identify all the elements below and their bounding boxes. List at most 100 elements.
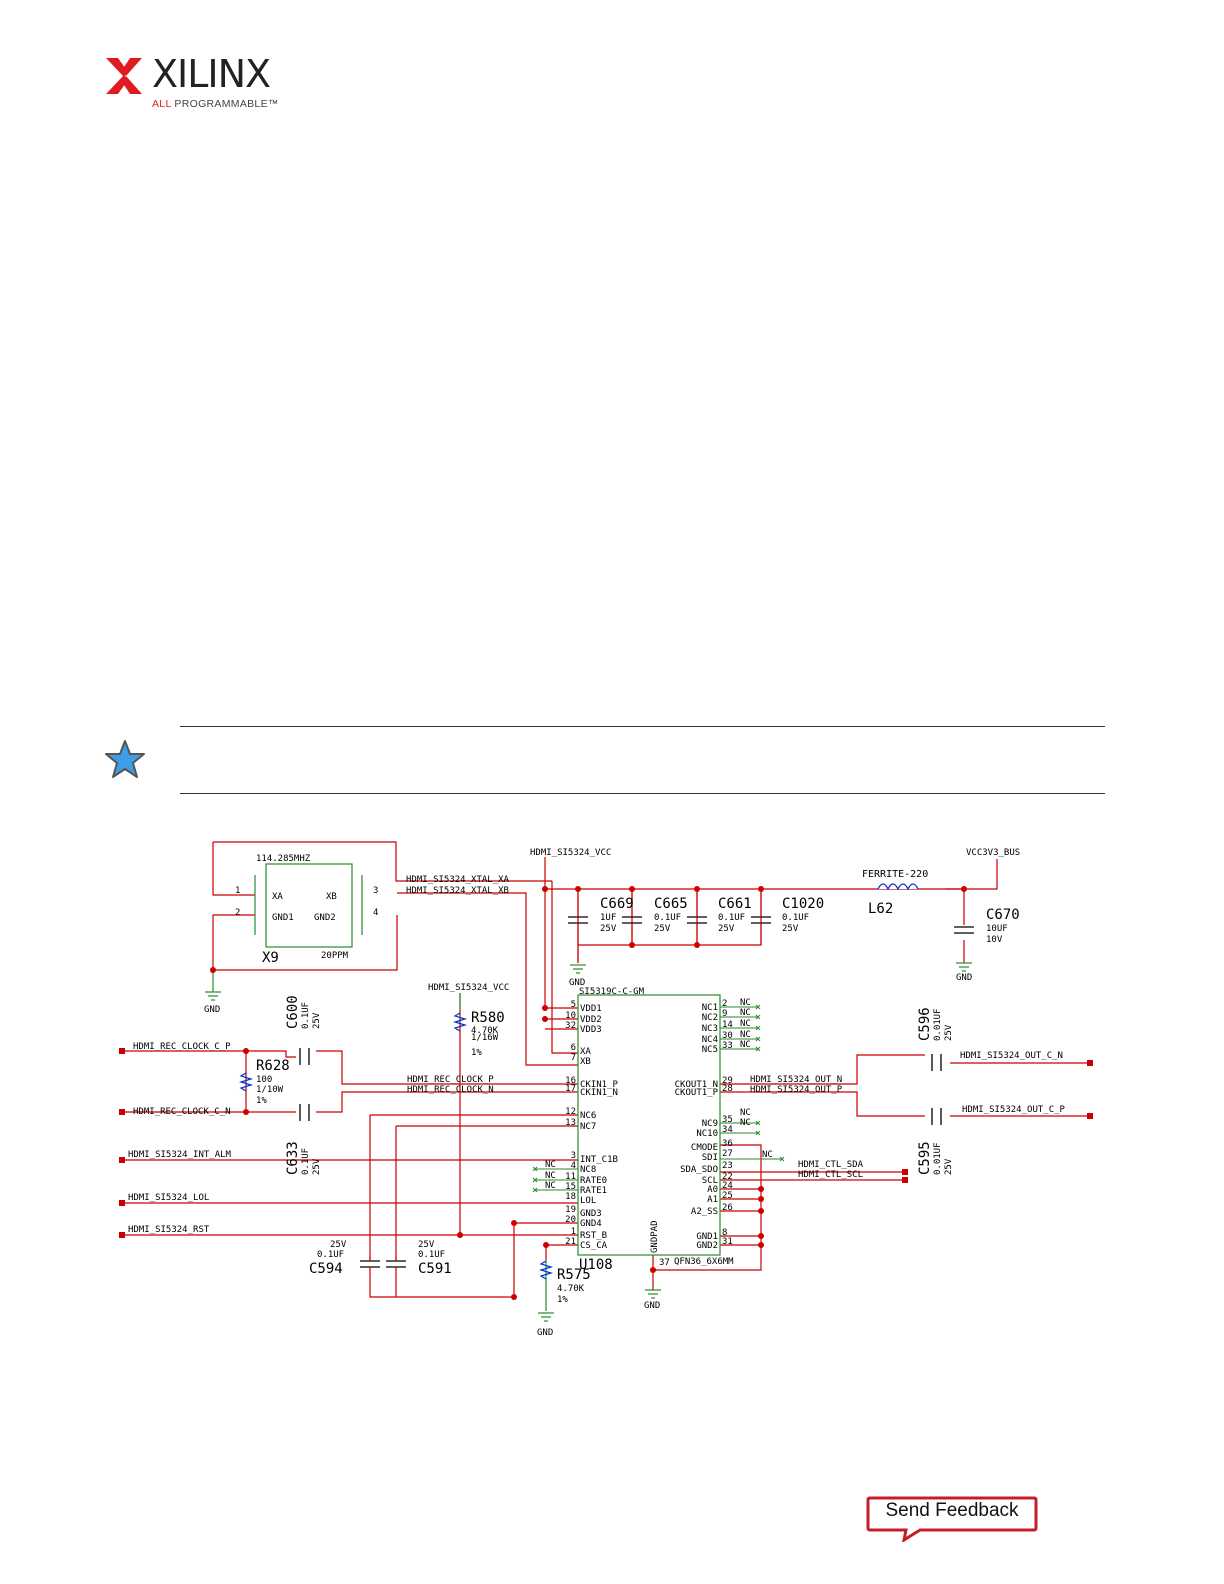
r580-v3: 1% bbox=[471, 1048, 482, 1058]
ic-pin-num: 30 bbox=[722, 1031, 733, 1041]
ic-pin-num: 4 bbox=[571, 1161, 576, 1171]
send-feedback-button[interactable]: Send Feedback bbox=[866, 1496, 1038, 1542]
net-lol: HDMI_SI5324_LOL bbox=[128, 1193, 209, 1203]
xilinx-logo: XILINX ALL PROGRAMMABLE™ bbox=[106, 52, 286, 114]
c591-v2: 25V bbox=[418, 1240, 435, 1250]
c665-v2: 25V bbox=[654, 924, 671, 934]
ic-pin-name: GND2 bbox=[696, 1241, 718, 1251]
brand-tagline: ALL PROGRAMMABLE™ bbox=[152, 98, 279, 110]
crystal-freq: 114.285MHZ bbox=[256, 854, 311, 864]
gnd-label-2: GND bbox=[569, 978, 585, 988]
ic-pin-num: 28 bbox=[722, 1084, 733, 1094]
junction-dots bbox=[210, 886, 967, 1300]
c670-ref: C670 bbox=[986, 907, 1020, 923]
ic-pin-name: A1 bbox=[707, 1195, 718, 1205]
ic-pin-num: 11 bbox=[565, 1172, 576, 1182]
ic-pin-name: NC4 bbox=[702, 1035, 718, 1045]
ic-pin-name: GND1 bbox=[696, 1232, 718, 1242]
crystal-pin-gnd1: GND1 bbox=[272, 913, 294, 923]
ic-pin-num: 36 bbox=[722, 1139, 733, 1149]
ic-pin-num: 1 bbox=[571, 1227, 576, 1237]
ic-pin-name: NC5 bbox=[702, 1045, 718, 1055]
gnd-label-3: GND bbox=[956, 973, 972, 983]
crystal-p4: 4 bbox=[373, 908, 378, 918]
crystal-p2: 2 bbox=[235, 908, 240, 918]
nc-label: NC bbox=[740, 1118, 751, 1128]
ic-pin-num: 20 bbox=[565, 1215, 576, 1225]
crystal-p3: 3 bbox=[373, 886, 378, 896]
net-rec-clk-n2: HDMI_REC_CLOCK_N bbox=[407, 1085, 494, 1095]
ic-pin-name: VDD2 bbox=[580, 1015, 602, 1025]
nc-label: NC bbox=[762, 1150, 773, 1160]
ic-pin-name: XB bbox=[580, 1057, 591, 1067]
ic-pin-name: INT_C1B bbox=[580, 1155, 618, 1165]
connector-squares bbox=[119, 1048, 1093, 1238]
ic-pin-num: 8 bbox=[722, 1228, 727, 1238]
r580-ref: R580 bbox=[471, 1010, 505, 1026]
ic-pin-num: 3 bbox=[571, 1151, 576, 1161]
crystal-pin-xa: XA bbox=[272, 892, 283, 902]
ic-pin-num: 23 bbox=[722, 1161, 733, 1171]
crystal-p1: 1 bbox=[235, 886, 240, 896]
star-icon bbox=[105, 740, 145, 778]
r628-v2: 1/10W bbox=[256, 1085, 284, 1095]
ic-pin-num: 35 bbox=[722, 1115, 733, 1125]
ic-pin-name: GND3 bbox=[580, 1209, 602, 1219]
ic-pin-name: NC1 bbox=[702, 1003, 718, 1013]
ic-pin-name: SCL bbox=[702, 1176, 718, 1186]
brand-name: XILINX bbox=[152, 52, 271, 96]
ic-pin-name: CKOUT1_N bbox=[675, 1080, 718, 1090]
ic-pin-num: 12 bbox=[565, 1107, 576, 1117]
crystal-tol: 20PPM bbox=[321, 951, 349, 961]
ic-ref: U108 bbox=[579, 1257, 613, 1273]
net-int-alm: HDMI_SI5324_INT_ALM bbox=[128, 1150, 232, 1160]
c670-v1: 10UF bbox=[986, 924, 1008, 934]
cap-leads bbox=[369, 889, 762, 1275]
c633-v1: 0.1UF bbox=[301, 1148, 311, 1175]
net-vcc-2: HDMI_SI5324_VCC bbox=[428, 983, 509, 993]
ic-pin-name: NC10 bbox=[696, 1129, 718, 1139]
xilinx-mark-icon bbox=[106, 58, 142, 94]
nc-label: NC bbox=[545, 1160, 556, 1170]
ic-pin-name: NC7 bbox=[580, 1122, 596, 1132]
ic-pin-name: NC9 bbox=[702, 1119, 718, 1129]
c596-v1: 0.01UF bbox=[933, 1008, 943, 1041]
crystal-pin-xb: XB bbox=[326, 892, 337, 902]
c600-v1: 0.1UF bbox=[301, 1002, 311, 1029]
ic-pin-name: RATE1 bbox=[580, 1186, 607, 1196]
r575-symbol bbox=[538, 1260, 554, 1280]
c595-ref: C595 bbox=[917, 1141, 933, 1175]
c661-v2: 25V bbox=[718, 924, 735, 934]
ic-pin-num: 5 bbox=[571, 1000, 576, 1010]
ic-pin-name: SDI bbox=[702, 1153, 718, 1163]
ic-pin-num: 7 bbox=[571, 1053, 576, 1063]
r628-v3: 1% bbox=[256, 1096, 267, 1106]
note-top-rule bbox=[180, 726, 1105, 727]
ic-pin-num: 26 bbox=[722, 1203, 733, 1213]
c595-v2: 25V bbox=[944, 1158, 954, 1175]
ic-pin-num: 29 bbox=[722, 1076, 733, 1086]
ic-pin-name: CKIN1_N bbox=[580, 1088, 618, 1098]
ic-pin-num: 34 bbox=[722, 1125, 733, 1135]
c596-v2: 25V bbox=[944, 1024, 954, 1041]
ic-pin-num: 6 bbox=[571, 1043, 576, 1053]
l62-value: FERRITE-220 bbox=[862, 869, 928, 880]
r580-v2: 1/16W bbox=[471, 1033, 499, 1043]
ic-part: SI5319C-C-GM bbox=[579, 987, 645, 997]
net-out-n: HDMI_SI5324_OUT_N bbox=[750, 1075, 842, 1085]
c669-ref: C669 bbox=[600, 896, 634, 912]
net-xtal-xa: HDMI_SI5324_XTAL_XA bbox=[406, 875, 510, 885]
c665-ref: C665 bbox=[654, 896, 688, 912]
ic-outline bbox=[254, 863, 721, 1311]
ic-pin-name: NC3 bbox=[702, 1024, 718, 1034]
inductor-symbol bbox=[877, 883, 919, 891]
net-out-c-n: HDMI_SI5324_OUT_C_N bbox=[960, 1051, 1063, 1061]
nc-label: NC bbox=[545, 1181, 556, 1191]
ic-pin-num: 19 bbox=[565, 1205, 576, 1215]
ic-pin-name: VDD1 bbox=[580, 1004, 602, 1014]
ic-gndpad: GNDPAD bbox=[650, 1220, 660, 1253]
ic-pin-num: 22 bbox=[722, 1172, 733, 1182]
net-vcc3v3: VCC3V3_BUS bbox=[966, 848, 1020, 858]
ic-pin-name: NC6 bbox=[580, 1111, 596, 1121]
